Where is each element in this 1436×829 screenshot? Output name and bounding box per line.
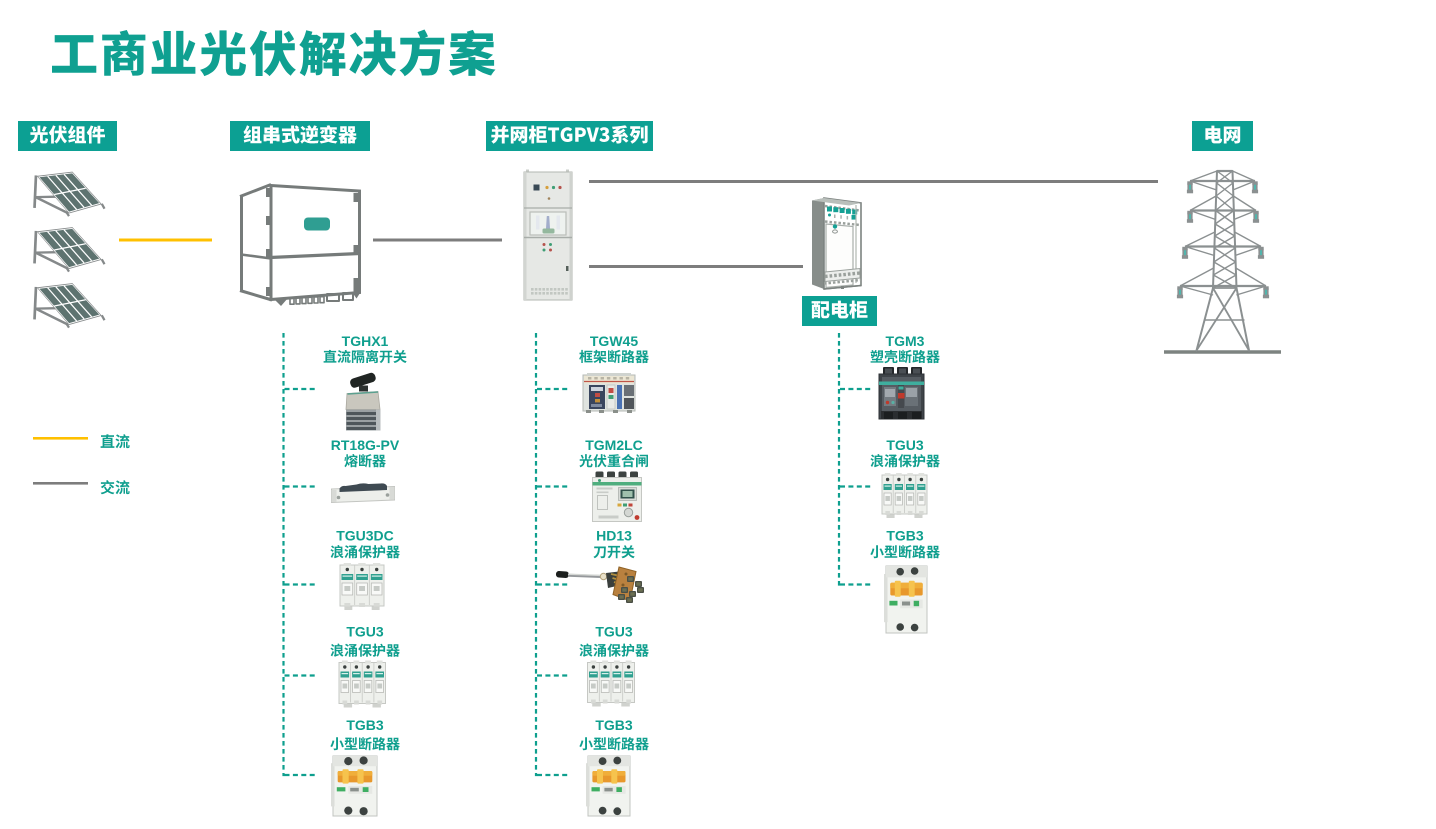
svg-text:TGB3: TGB3 (595, 717, 633, 733)
svg-text:TGB3: TGB3 (346, 717, 384, 733)
svg-text:TGHX1: TGHX1 (342, 333, 389, 349)
svg-text:HD13: HD13 (596, 527, 632, 543)
svg-text:TGU3: TGU3 (886, 437, 924, 453)
svg-text:RT18G-PV: RT18G-PV (331, 437, 400, 453)
svg-text:TGM2LC: TGM2LC (585, 437, 643, 453)
svg-text:TGU3: TGU3 (346, 623, 384, 639)
svg-text:TGW45: TGW45 (590, 333, 638, 349)
svg-text:TGU3DC: TGU3DC (336, 527, 394, 543)
svg-text:TGM3: TGM3 (886, 333, 925, 349)
svg-text:TGU3: TGU3 (595, 623, 633, 639)
svg-text:TGB3: TGB3 (886, 527, 924, 543)
